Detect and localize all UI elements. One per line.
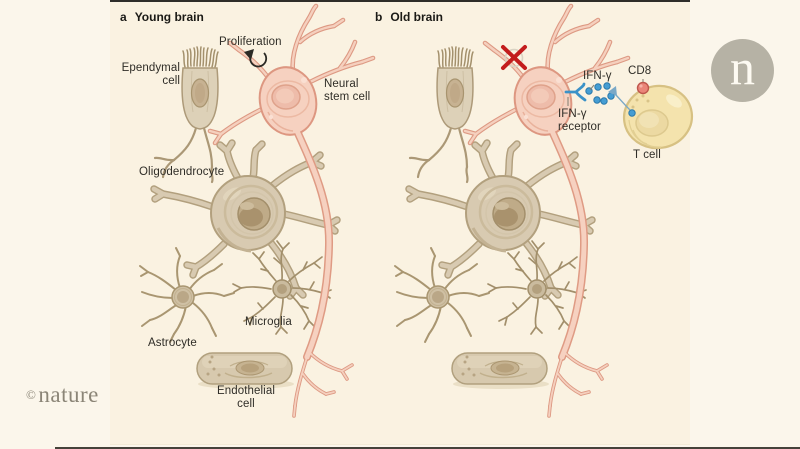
ifn-gamma-receptor-icon	[564, 82, 587, 102]
neural-stem-cell-label: Neural stem cell	[324, 78, 371, 103]
t-cell-label: T cell	[633, 149, 661, 161]
panel-a-title-text: Young brain	[134, 10, 204, 24]
cd8-label: CD8	[628, 65, 652, 77]
nature-watermark: ©nature	[26, 382, 99, 408]
ifn-gamma-molecules	[585, 82, 636, 117]
panel-b-tag: b	[375, 10, 383, 24]
proliferation-label: Proliferation	[219, 36, 282, 48]
astrocyte-label: Astrocyte	[148, 337, 197, 349]
panel-b-title: b Old brain	[375, 10, 443, 24]
old-brain-cells	[395, 6, 628, 416]
panel-b-title-text: Old brain	[390, 10, 444, 24]
panel-a-tag: a	[120, 10, 127, 24]
ifn-gamma-label: IFN-γ	[583, 70, 612, 82]
proliferation-arrow-icon	[244, 49, 268, 68]
oligodendrocyte-label: Oligodendrocyte	[139, 166, 225, 178]
nature-logo-letter: n	[730, 39, 755, 95]
microglia-label: Microglia	[245, 316, 292, 328]
endothelial-cell-label: Endothelial cell	[216, 385, 275, 410]
ifn-gamma-receptor-label: IFN-γ receptor	[558, 108, 601, 133]
page-bottom-edge	[55, 447, 800, 449]
copyright-icon: ©	[26, 387, 37, 402]
ependymal-cell-label: Ependymal cell	[121, 62, 180, 87]
panel-a-title: a Young brain	[120, 10, 204, 24]
nature-wordmark: nature	[38, 382, 99, 407]
figure-top-rule	[110, 0, 690, 2]
nature-logo-badge: n	[711, 39, 774, 102]
t-cell-illustration	[622, 84, 694, 150]
blocked-proliferation-icon	[501, 45, 527, 70]
label-leader-lines	[567, 79, 644, 106]
secretion-arrow-icon	[608, 86, 631, 111]
cd8-marker-icon	[636, 81, 650, 95]
